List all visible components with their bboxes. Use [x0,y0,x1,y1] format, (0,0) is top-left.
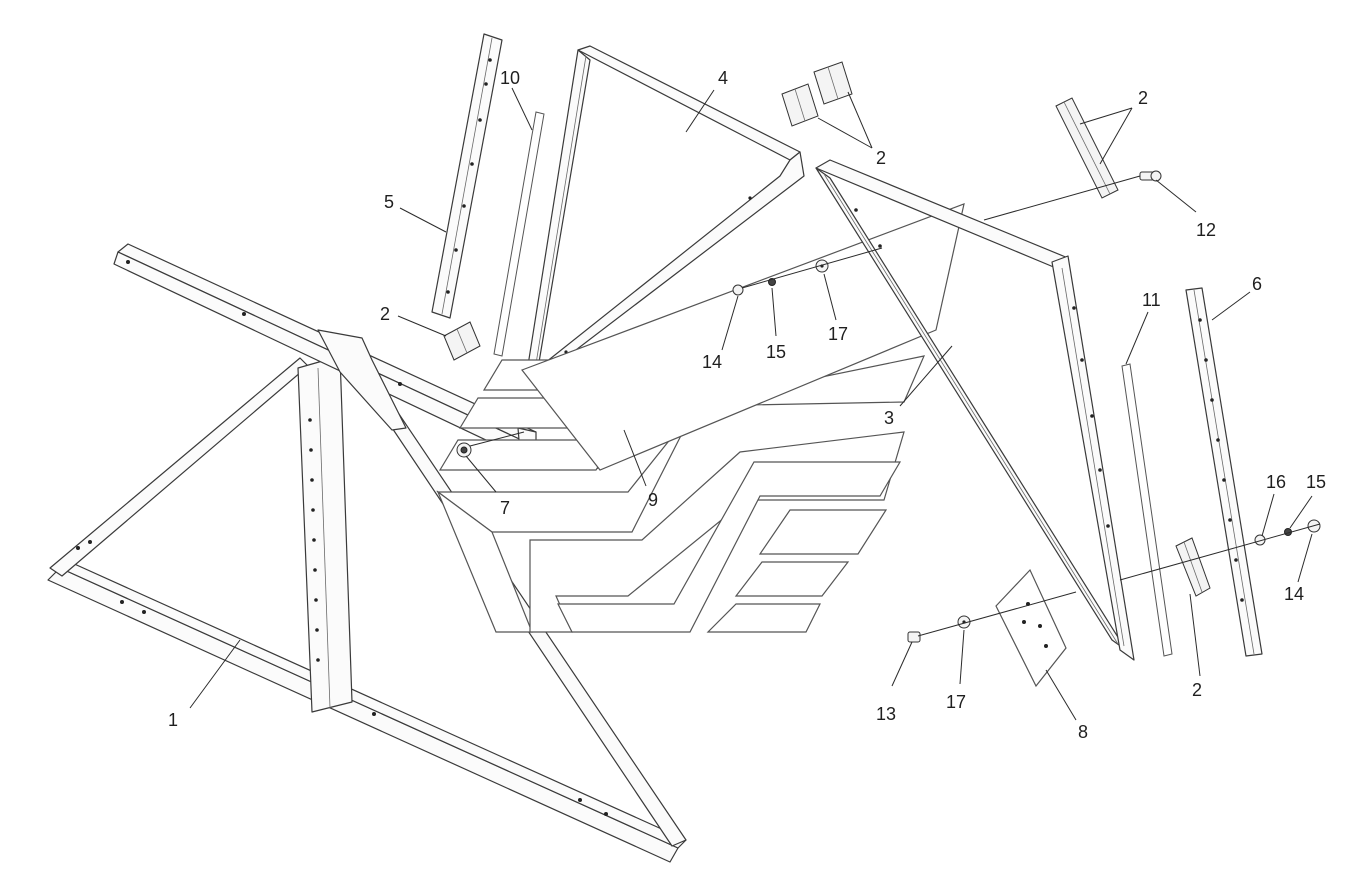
callout-16: 16 [1266,472,1286,492]
hinge-part-2-top [781,61,853,127]
callout-labels: 1 2 2 2 2 3 4 5 6 7 8 9 10 11 12 13 14 1… [168,68,1326,742]
plate-part-8 [995,568,1067,688]
callout-6: 6 [1252,274,1262,294]
fasteners-middle [732,259,829,296]
callout-7: 7 [500,498,510,518]
callout-12: 12 [1196,220,1216,240]
callout-2-right-bottom: 2 [1192,680,1202,700]
hinge-part-2-left [443,321,481,361]
callout-8: 8 [1078,722,1088,742]
callout-17-bottom: 17 [946,692,966,712]
base-frame-holes [76,260,608,816]
callout-leaders [189,87,1313,721]
callout-2-top: 2 [876,148,886,168]
callout-10: 10 [500,68,520,88]
callout-15-middle: 15 [766,342,786,362]
callout-14-middle: 14 [702,352,722,372]
hinge-part-2-right-top [1055,97,1119,199]
strip-part-10 [493,111,545,357]
fasteners-bottom [907,615,971,643]
hinge-strip-part-6 [1185,287,1263,657]
callout-2-right-top: 2 [1138,88,1148,108]
callout-14-right: 14 [1284,584,1304,604]
hinge-part-2-right-bottom [1175,537,1211,597]
callout-9: 9 [648,490,658,510]
callout-4: 4 [718,68,728,88]
callout-11: 11 [1142,290,1161,310]
callout-3: 3 [884,408,894,428]
bolt-part-12 [1139,170,1162,182]
right-frame [815,159,1135,661]
callout-13: 13 [876,704,896,724]
hinge-strip-part-5 [431,33,503,319]
assembly-axes [469,175,1321,637]
callout-2-left: 2 [380,304,390,324]
upper-frame-part-4 [525,45,805,383]
strip-part-11 [1121,363,1173,657]
panels-part-3 [436,203,965,633]
callout-17-middle: 17 [828,324,848,344]
callout-5: 5 [384,192,394,212]
callout-15-right: 15 [1306,472,1326,492]
bolt-part-7 [456,442,472,458]
callout-1: 1 [168,710,178,730]
